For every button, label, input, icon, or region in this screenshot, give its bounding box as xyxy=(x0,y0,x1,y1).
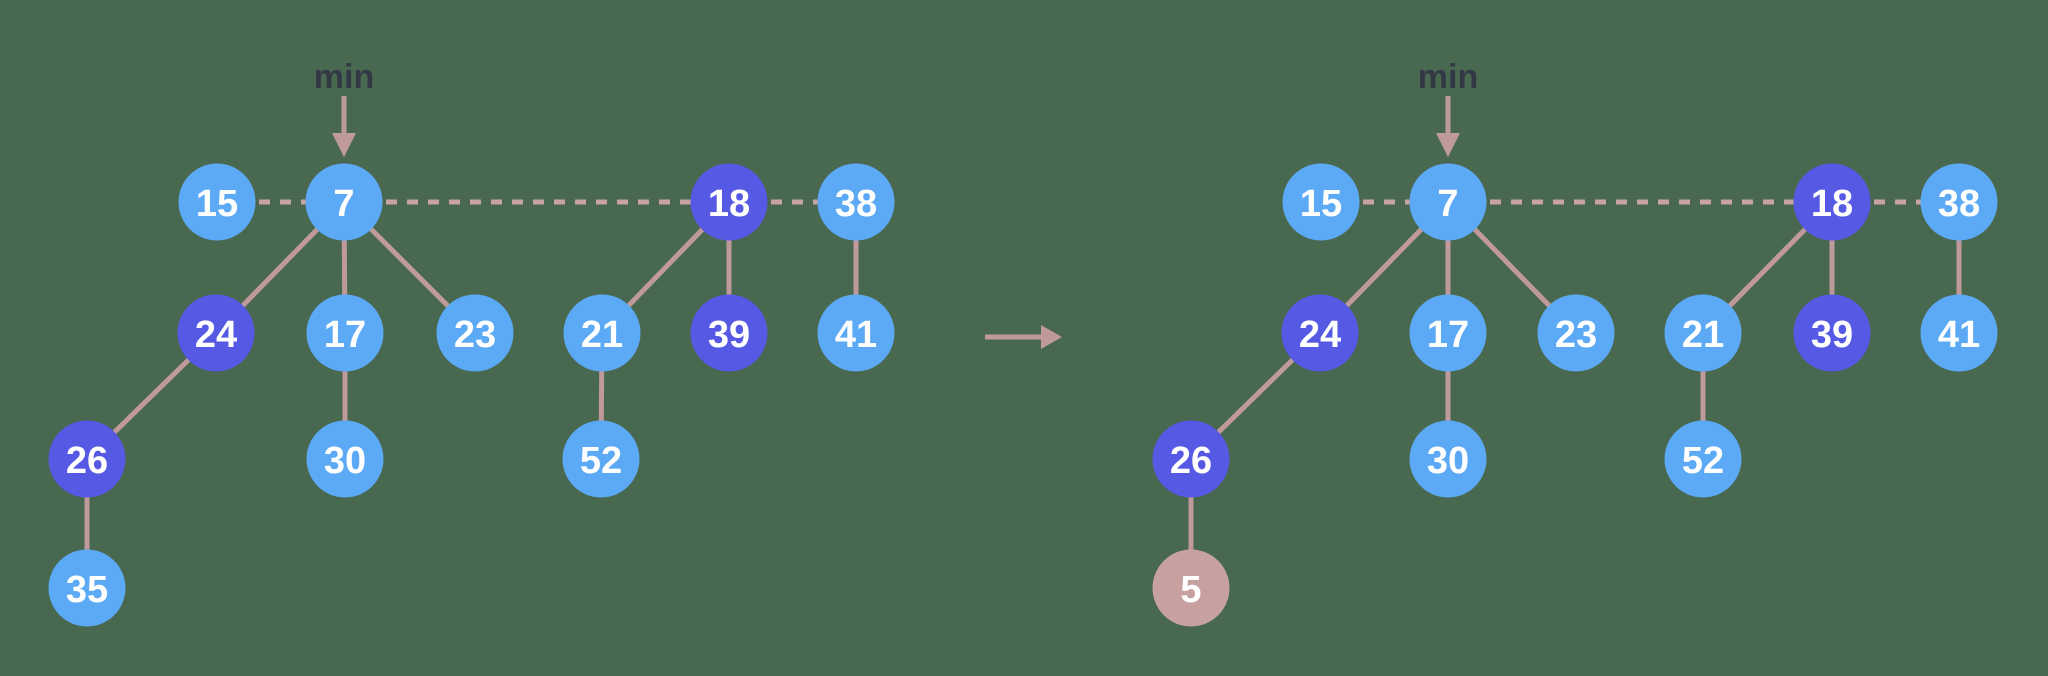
node-circle xyxy=(1152,420,1230,498)
node-39: 39 xyxy=(690,294,768,372)
node-circle xyxy=(1282,163,1360,241)
node-18: 18 xyxy=(690,163,768,241)
node-label: 35 xyxy=(66,569,108,611)
transition-arrow-head xyxy=(1041,325,1062,349)
node-15: 15 xyxy=(178,163,256,241)
node-circle xyxy=(1793,294,1871,372)
node-circle xyxy=(1409,420,1487,498)
node-label: 5 xyxy=(1180,569,1201,611)
node-35: 35 xyxy=(48,549,126,627)
node-label: 41 xyxy=(1938,314,1980,356)
node-circle xyxy=(306,294,384,372)
node-21: 21 xyxy=(563,294,641,372)
node-52: 52 xyxy=(1664,420,1742,498)
min-pointer: min xyxy=(314,58,374,157)
node-label: 18 xyxy=(1811,183,1853,225)
node-label: 7 xyxy=(1437,183,1458,225)
node-26: 26 xyxy=(48,420,126,498)
node-label: 17 xyxy=(324,314,366,356)
node-label: 52 xyxy=(1682,440,1724,482)
min-arrow-head-icon xyxy=(332,133,356,157)
node-23: 23 xyxy=(436,294,514,372)
node-39: 39 xyxy=(1793,294,1871,372)
node-circle xyxy=(1664,294,1742,372)
node-41: 41 xyxy=(817,294,895,372)
node-17: 17 xyxy=(306,294,384,372)
min-label: min xyxy=(314,58,374,96)
node-label: 18 xyxy=(708,183,750,225)
node-circle xyxy=(178,163,256,241)
transition-arrow-icon xyxy=(985,325,1062,349)
node-label: 26 xyxy=(66,440,108,482)
node-circle xyxy=(1537,294,1615,372)
node-circle xyxy=(1920,163,1998,241)
heap-panel-after: min 15 7 18 38 24 17 23 21 39 41 26 30 52 5 xyxy=(1152,58,1998,627)
node-circle xyxy=(817,294,895,372)
node-23: 23 xyxy=(1537,294,1615,372)
node-circle xyxy=(1664,420,1742,498)
node-38: 38 xyxy=(1920,163,1998,241)
node-52: 52 xyxy=(562,420,640,498)
min-pointer: min xyxy=(1418,58,1478,157)
node-circle xyxy=(1920,294,1998,372)
node-circle xyxy=(177,294,255,372)
node-label: 21 xyxy=(1682,314,1724,356)
node-circle xyxy=(690,163,768,241)
node-circle xyxy=(1281,294,1359,372)
node-41: 41 xyxy=(1920,294,1998,372)
node-circle xyxy=(1409,294,1487,372)
node-17: 17 xyxy=(1409,294,1487,372)
node-label: 23 xyxy=(1555,314,1597,356)
node-24: 24 xyxy=(1281,294,1359,372)
node-7: 7 xyxy=(1409,163,1487,241)
node-label: 15 xyxy=(196,183,238,225)
node-26: 26 xyxy=(1152,420,1230,498)
node-5: 5 xyxy=(1152,549,1230,627)
node-label: 30 xyxy=(324,440,366,482)
node-label: 7 xyxy=(333,183,354,225)
node-18: 18 xyxy=(1793,163,1871,241)
node-label: 21 xyxy=(581,314,623,356)
min-label: min xyxy=(1418,58,1478,96)
node-label: 52 xyxy=(580,440,622,482)
node-circle xyxy=(305,163,383,241)
node-label: 24 xyxy=(1299,314,1341,356)
node-label: 39 xyxy=(1811,314,1853,356)
node-38: 38 xyxy=(817,163,895,241)
node-circle xyxy=(436,294,514,372)
node-21: 21 xyxy=(1664,294,1742,372)
node-circle xyxy=(690,294,768,372)
node-label: 23 xyxy=(454,314,496,356)
node-15: 15 xyxy=(1282,163,1360,241)
node-30: 30 xyxy=(1409,420,1487,498)
node-label: 41 xyxy=(835,314,877,356)
heap-panel-before: min 15 7 18 38 24 17 23 21 39 41 26 30 52 35 xyxy=(48,58,895,627)
node-circle xyxy=(48,420,126,498)
node-30: 30 xyxy=(306,420,384,498)
node-7: 7 xyxy=(305,163,383,241)
node-label: 24 xyxy=(195,314,237,356)
node-24: 24 xyxy=(177,294,255,372)
node-label: 15 xyxy=(1300,183,1342,225)
node-circle xyxy=(306,420,384,498)
min-arrow-head-icon xyxy=(1436,133,1460,157)
node-circle xyxy=(562,420,640,498)
node-circle xyxy=(1793,163,1871,241)
node-label: 30 xyxy=(1427,440,1469,482)
node-label: 17 xyxy=(1427,314,1469,356)
node-label: 38 xyxy=(835,183,877,225)
node-circle xyxy=(1409,163,1487,241)
node-circle xyxy=(1152,549,1230,627)
node-circle xyxy=(817,163,895,241)
node-label: 26 xyxy=(1170,440,1212,482)
node-circle xyxy=(48,549,126,627)
node-circle xyxy=(563,294,641,372)
node-label: 38 xyxy=(1938,183,1980,225)
node-label: 39 xyxy=(708,314,750,356)
